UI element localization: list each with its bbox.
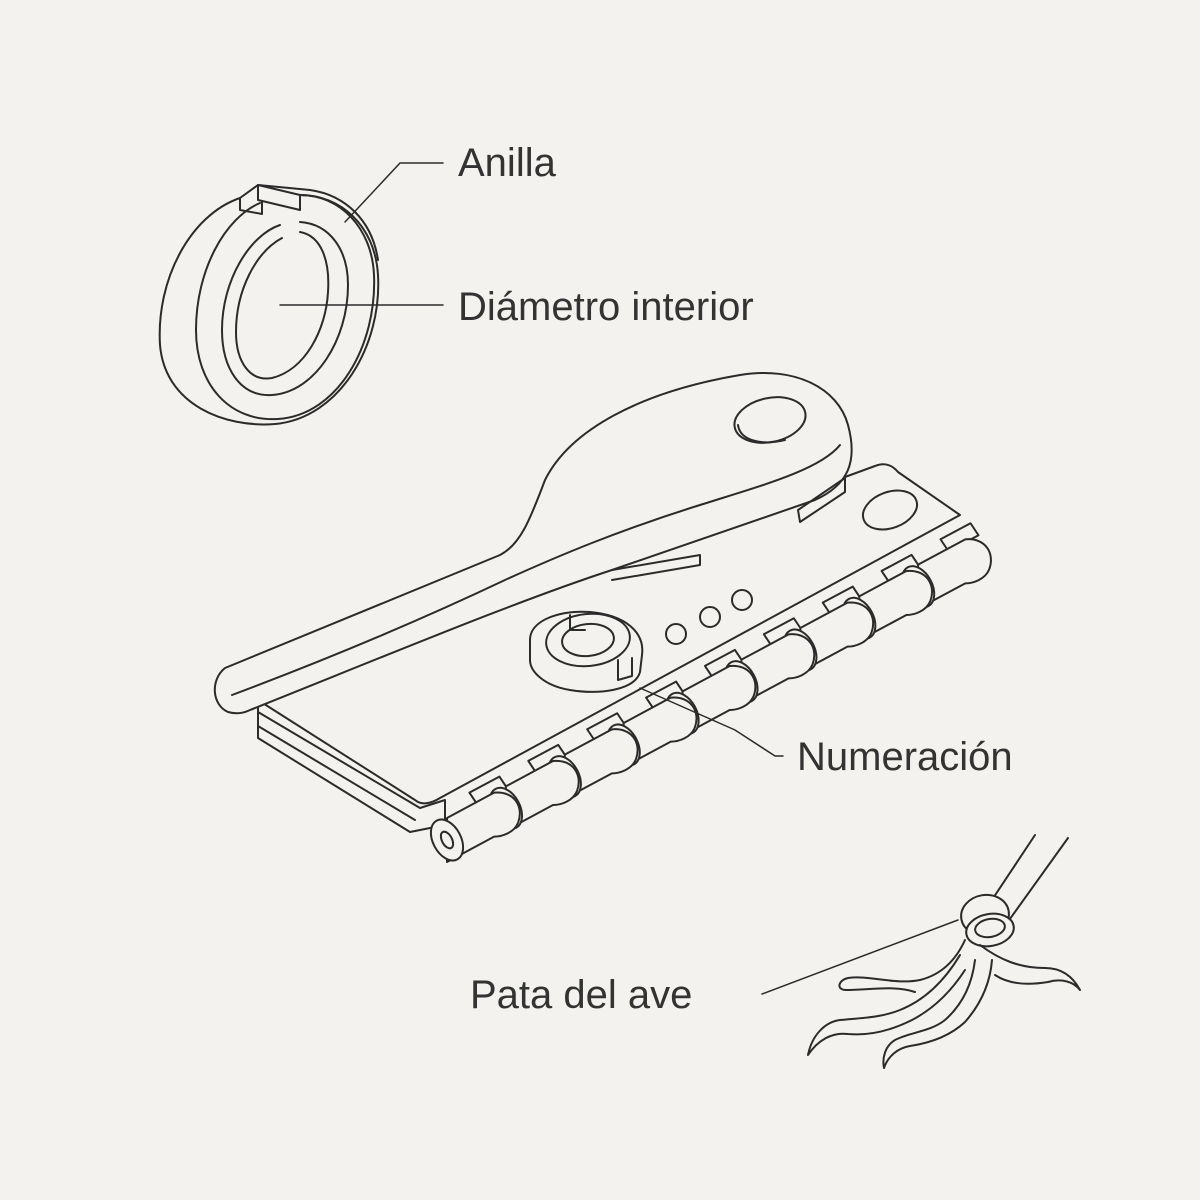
roller-axle-hole bbox=[439, 830, 455, 850]
number-roller bbox=[622, 696, 698, 768]
ring-leader-line bbox=[344, 162, 444, 223]
roller-end-face bbox=[429, 818, 465, 862]
bander-tool-illustration bbox=[213, 372, 961, 833]
ring-leader-lines bbox=[279, 162, 444, 306]
number-roller bbox=[858, 569, 933, 642]
bird-leg-illustration bbox=[807, 834, 1081, 1069]
number-roller bbox=[740, 633, 816, 705]
numbering-rollers bbox=[429, 522, 992, 863]
numbering-leader-line bbox=[639, 687, 784, 757]
bird-leg-leader-line bbox=[761, 919, 959, 995]
number-roller bbox=[799, 601, 875, 673]
number-roller bbox=[917, 538, 992, 610]
inner-diameter-label: Diámetro interior bbox=[458, 285, 754, 329]
number-roller bbox=[563, 728, 639, 800]
numbering-label: Numeración bbox=[797, 735, 1013, 779]
ring-label: Anilla bbox=[458, 141, 557, 185]
number-roller bbox=[681, 664, 757, 737]
roller-tab bbox=[939, 522, 980, 553]
bird-leg-label: Pata del ave bbox=[470, 973, 692, 1017]
number-roller bbox=[446, 791, 521, 863]
number-roller bbox=[504, 759, 580, 832]
ring-illustration bbox=[158, 184, 380, 426]
